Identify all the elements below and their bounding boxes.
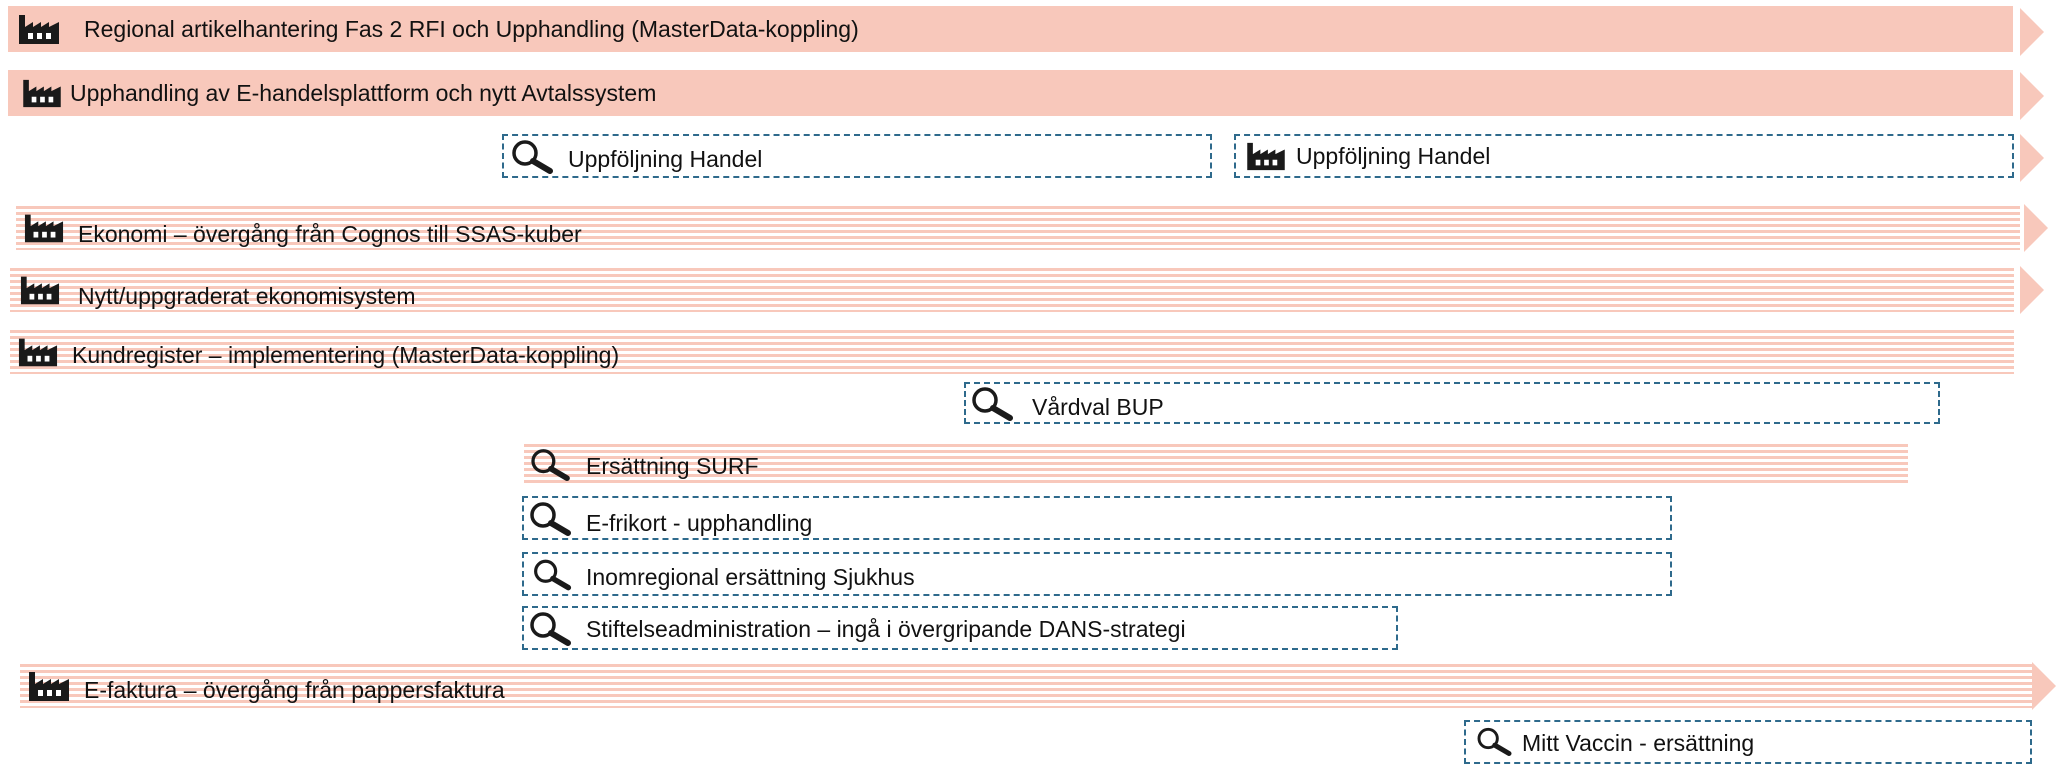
factory-icon	[22, 78, 62, 108]
timeline-arrow	[2032, 662, 2056, 710]
roadmap-bar-e-handelsplattform[interactable]: Upphandling av E-handelsplattform och ny…	[8, 70, 2013, 116]
roadmap-bar-label: Uppföljning Handel	[1296, 142, 1491, 169]
roadmap-bar-label: Vårdval BUP	[1032, 393, 1164, 420]
magnifier-icon	[528, 500, 572, 536]
factory-icon	[20, 274, 60, 306]
roadmap-bar-kundregister[interactable]: Kundregister – implementering (MasterDat…	[10, 330, 2014, 374]
roadmap-bar-label: Kundregister – implementering (MasterDat…	[72, 341, 620, 368]
roadmap-bar-label: Upphandling av E-handelsplattform och ny…	[70, 79, 657, 106]
roadmap-bar-uppfoljning-handel-implementation[interactable]: Uppföljning Handel	[1234, 134, 2014, 178]
roadmap-bar-label: E-faktura – övergång från pappersfaktura	[84, 676, 505, 703]
factory-icon	[28, 670, 70, 702]
factory-icon	[24, 211, 64, 245]
factory-icon	[1246, 141, 1286, 171]
roadmap-bar-ersattning-surf[interactable]: Ersättning SURF	[524, 444, 1908, 484]
factory-icon	[18, 336, 58, 368]
roadmap-bar-label: Regional artikelhantering Fas 2 RFI och …	[84, 15, 859, 42]
magnifier-icon	[528, 610, 572, 646]
timeline-arrow	[2020, 72, 2044, 120]
roadmap-bar-regional-artikelhantering[interactable]: Regional artikelhantering Fas 2 RFI och …	[8, 6, 2013, 52]
roadmap-bar-ekonomi-ssas[interactable]: Ekonomi – övergång från Cognos till SSAS…	[16, 206, 2020, 250]
roadmap-bar-uppfoljning-handel-analysis[interactable]: Uppföljning Handel	[502, 134, 1212, 178]
timeline-arrow	[2020, 8, 2044, 56]
roadmap-bar-e-frikort[interactable]: E-frikort - upphandling	[522, 496, 1672, 540]
factory-icon	[18, 13, 60, 45]
timeline-arrow	[2020, 266, 2044, 314]
roadmap-bar-label: Ersättning SURF	[586, 452, 759, 479]
timeline-arrow	[2020, 134, 2044, 182]
magnifier-icon	[532, 557, 572, 591]
timeline-arrow	[2024, 204, 2048, 252]
roadmap-bar-label: E-frikort - upphandling	[586, 509, 813, 536]
roadmap-bar-label: Nytt/uppgraderat ekonomisystem	[78, 282, 416, 309]
magnifier-icon	[1474, 726, 1514, 756]
roadmap-bar-label: Stiftelseadministration – ingå i övergri…	[586, 615, 1186, 642]
roadmap-bar-stiftelseadministration[interactable]: Stiftelseadministration – ingå i övergri…	[522, 606, 1398, 650]
roadmap-bar-mitt-vaccin[interactable]: Mitt Vaccin - ersättning	[1464, 720, 2032, 764]
roadmap-bar-label: Ekonomi – övergång från Cognos till SSAS…	[78, 220, 582, 247]
roadmap-bar-label: Inomregional ersättning Sjukhus	[586, 563, 915, 590]
roadmap-bar-label: Mitt Vaccin - ersättning	[1522, 730, 1755, 756]
magnifier-icon	[510, 138, 554, 174]
magnifier-icon	[528, 447, 572, 481]
roadmap-bar-label: Uppföljning Handel	[568, 145, 763, 172]
roadmap-bar-vardval-bup[interactable]: Vårdval BUP	[964, 382, 1940, 424]
roadmap-bar-ekonomisystem[interactable]: Nytt/uppgraderat ekonomisystem	[10, 268, 2014, 312]
roadmap-bar-inomregional-ersattning[interactable]: Inomregional ersättning Sjukhus	[522, 552, 1672, 596]
roadmap-bar-e-faktura[interactable]: E-faktura – övergång från pappersfaktura	[20, 664, 2032, 708]
magnifier-icon	[970, 385, 1014, 421]
